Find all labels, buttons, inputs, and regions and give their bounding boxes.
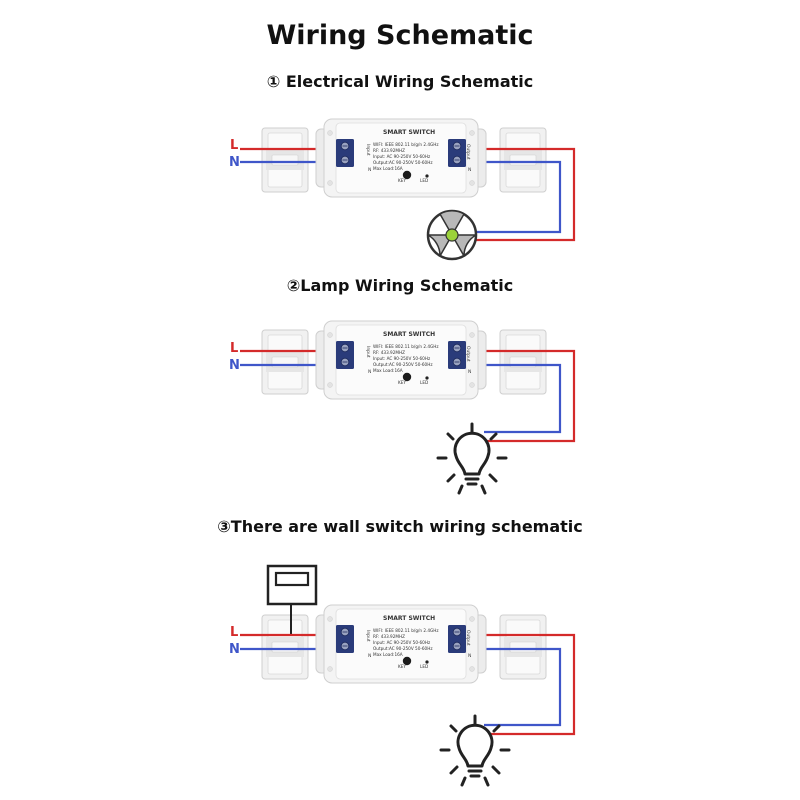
input-n-label: N: [368, 167, 371, 173]
output-label: Output: [465, 144, 471, 160]
key-label: KEY: [398, 664, 406, 669]
fan-icon: [426, 209, 478, 261]
input-n-label: N: [368, 369, 371, 375]
neutral-label: N: [229, 358, 240, 373]
spec-input: Input: AC 90-250V 50-60Hz: [373, 640, 431, 645]
schematic-1: L N SMART SWITCH WIFI: IEEE 802.11 b/g/n…: [229, 118, 576, 261]
spec-input: Input: AC 90-250V 50-60Hz: [373, 154, 431, 159]
spec-output: Output:AC 90-250V 50-60Hz: [373, 646, 433, 651]
spec-wifi: WIFI: IEEE 802.11 b/g/n 2.4GHz: [373, 142, 439, 147]
section-3-label: ③There are wall switch wiring schematic: [217, 517, 583, 536]
schematic-3: L N SMART SWITCH WIFI: IEEE 802.11 b/g/n…: [229, 564, 576, 787]
left-clamp: [261, 329, 309, 395]
right-clamp: [499, 127, 547, 193]
input-label: Input: [365, 144, 371, 156]
left-clamp: [261, 127, 309, 193]
section-2-label: ②Lamp Wiring Schematic: [286, 276, 514, 295]
right-clamp: [499, 329, 547, 395]
schematic-2: L N SMART SWITCH WIFI: IEEE 802.11 b/g/n…: [229, 320, 576, 495]
spec-wifi: WIFI: IEEE 802.11 b/g/n 2.4GHz: [373, 344, 439, 349]
spec-max-load: Max Load:16A: [373, 368, 403, 373]
spec-rf: RF: 433.92MHZ: [373, 634, 405, 639]
spec-rf: RF: 433.92MHZ: [373, 350, 405, 355]
left-clamp: [261, 614, 309, 680]
key-label: KEY: [398, 178, 406, 183]
page-title: Wiring Schematic: [266, 20, 534, 51]
right-clamp: [499, 614, 547, 680]
spec-output: Output:AC 90-250V 50-60Hz: [373, 362, 433, 367]
spec-max-load: Max Load:16A: [373, 166, 403, 171]
led-label: LED: [420, 664, 428, 669]
spec-wifi: WIFI: IEEE 802.11 b/g/n 2.4GHz: [373, 628, 439, 633]
input-n-label: N: [368, 653, 371, 659]
led-label: LED: [420, 380, 428, 385]
spec-max-load: Max Load:16A: [373, 652, 403, 657]
spec-output: Output:AC 90-250V 50-60Hz: [373, 160, 433, 165]
led-label: LED: [420, 178, 428, 183]
device-header: SMART SWITCH: [383, 615, 435, 622]
light-bulb-icon: [436, 422, 508, 495]
neutral-label: N: [229, 155, 240, 170]
device-header: SMART SWITCH: [383, 129, 435, 136]
neutral-label: N: [229, 642, 240, 657]
output-n-label: N: [468, 653, 471, 659]
live-label: L: [230, 341, 238, 356]
output-label: Output: [465, 346, 471, 362]
spec-rf: RF: 433.92MHZ: [373, 148, 405, 153]
wall-switch-icon: [266, 564, 318, 606]
device-header: SMART SWITCH: [383, 331, 435, 338]
output-n-label: N: [468, 167, 471, 173]
output-label: Output: [465, 630, 471, 646]
output-n-label: N: [468, 369, 471, 375]
input-label: Input: [365, 346, 371, 358]
section-1-label: ① Electrical Wiring Schematic: [266, 72, 534, 91]
spec-input: Input: AC 90-250V 50-60Hz: [373, 356, 431, 361]
live-label: L: [230, 625, 238, 640]
live-label: L: [230, 138, 238, 153]
key-label: KEY: [398, 380, 406, 385]
input-label: Input: [365, 630, 371, 642]
light-bulb-icon: [439, 714, 511, 787]
